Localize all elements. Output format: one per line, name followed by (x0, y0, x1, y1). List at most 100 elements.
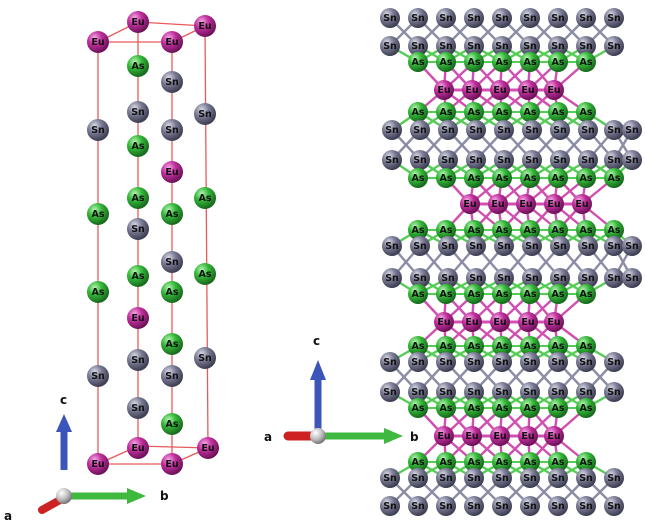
sn-label: Sn (413, 125, 427, 136)
sn-label: Sn (165, 125, 179, 136)
atom-sn: Sn (436, 8, 456, 28)
atom-as: As (576, 398, 596, 418)
atom-as: As (464, 284, 484, 304)
a-axis-label: a (4, 509, 12, 521)
as-label: As (523, 341, 536, 352)
as-sphere (127, 187, 149, 209)
eu-sphere (127, 437, 149, 459)
sn-label: Sn (523, 357, 537, 368)
as-sphere (548, 102, 568, 122)
eu-sphere (434, 426, 454, 446)
sn-label: Sn (469, 241, 483, 252)
sn-sphere (380, 382, 400, 402)
as-sphere (520, 452, 540, 472)
sn-sphere (520, 382, 540, 402)
eu-label: Eu (201, 443, 214, 454)
sn-sphere (382, 150, 402, 170)
as-label: As (551, 457, 564, 468)
atom-eu: Eu (488, 194, 508, 214)
atom-eu: Eu (434, 80, 454, 100)
as-label: As (579, 225, 592, 236)
sn-sphere (436, 36, 456, 56)
left-axis-triad: c b a (4, 393, 169, 521)
sn-label: Sn (607, 13, 621, 24)
as-label: As (495, 403, 508, 414)
as-sphere (87, 281, 109, 303)
sn-sphere (548, 36, 568, 56)
atom-sn: Sn (522, 236, 542, 256)
atom-sn: Sn (576, 382, 596, 402)
atom-eu: Eu (544, 194, 564, 214)
atom-as: As (604, 168, 624, 188)
eu-sphere (518, 312, 538, 332)
as-label: As (579, 57, 592, 68)
atom-sn: Sn (520, 496, 540, 516)
as-sphere (576, 452, 596, 472)
sn-label: Sn (495, 357, 509, 368)
as-label: As (131, 141, 144, 152)
eu-label: Eu (437, 85, 450, 96)
sn-label: Sn (439, 357, 453, 368)
atom-as: As (548, 336, 568, 356)
eu-label: Eu (575, 199, 588, 210)
as-label: As (523, 289, 536, 300)
as-label: As (439, 341, 452, 352)
sn-sphere (494, 150, 514, 170)
atom-sn: Sn (520, 468, 540, 488)
as-label: As (551, 289, 564, 300)
sn-sphere (548, 496, 568, 516)
sn-sphere (408, 382, 428, 402)
eu-sphere (127, 307, 149, 329)
c-axis-label: c (313, 334, 320, 348)
as-label: As (607, 225, 620, 236)
atom-sn: Sn (380, 468, 400, 488)
atom-as: As (408, 398, 428, 418)
eu-sphere (462, 80, 482, 100)
sn-sphere (622, 236, 642, 256)
atom-sn: Sn (194, 347, 216, 369)
sn-label: Sn (385, 273, 399, 284)
eu-label: Eu (165, 167, 178, 178)
atom-eu: Eu (462, 426, 482, 446)
atom-sn: Sn (548, 8, 568, 28)
sn-label: Sn (413, 155, 427, 166)
sn-sphere (548, 468, 568, 488)
sn-label: Sn (411, 473, 425, 484)
eu-label: Eu (91, 459, 104, 470)
cell-edge (137, 21, 206, 27)
as-label: As (495, 173, 508, 184)
atom-as: As (436, 52, 456, 72)
atom-sn: Sn (466, 150, 486, 170)
atom-as: As (408, 284, 428, 304)
as-label: As (165, 339, 178, 350)
sn-sphere (576, 382, 596, 402)
as-sphere (492, 102, 512, 122)
atom-sn: Sn (436, 496, 456, 516)
atom-sn: Sn (578, 150, 598, 170)
atom-as: As (492, 452, 512, 472)
sn-sphere (622, 120, 642, 140)
sn-sphere (438, 150, 458, 170)
atom-sn: Sn (410, 150, 430, 170)
atom-eu: Eu (518, 80, 538, 100)
eu-sphere (544, 194, 564, 214)
atom-sn: Sn (494, 236, 514, 256)
eu-sphere (127, 11, 149, 33)
atom-sn: Sn (520, 382, 540, 402)
atom-sn: Sn (408, 382, 428, 402)
atom-eu: Eu (460, 194, 480, 214)
atom-sn: Sn (604, 268, 624, 288)
sn-label: Sn (131, 355, 145, 366)
sn-label: Sn (198, 353, 212, 364)
sn-label: Sn (198, 109, 212, 120)
as-sphere (576, 398, 596, 418)
cell-edge (204, 25, 209, 449)
as-label: As (523, 107, 536, 118)
sn-label: Sn (607, 501, 621, 512)
as-sphere (520, 336, 540, 356)
sn-label: Sn (91, 125, 105, 136)
sn-sphere (438, 120, 458, 140)
atom-as: As (576, 102, 596, 122)
atom-as: As (520, 452, 540, 472)
